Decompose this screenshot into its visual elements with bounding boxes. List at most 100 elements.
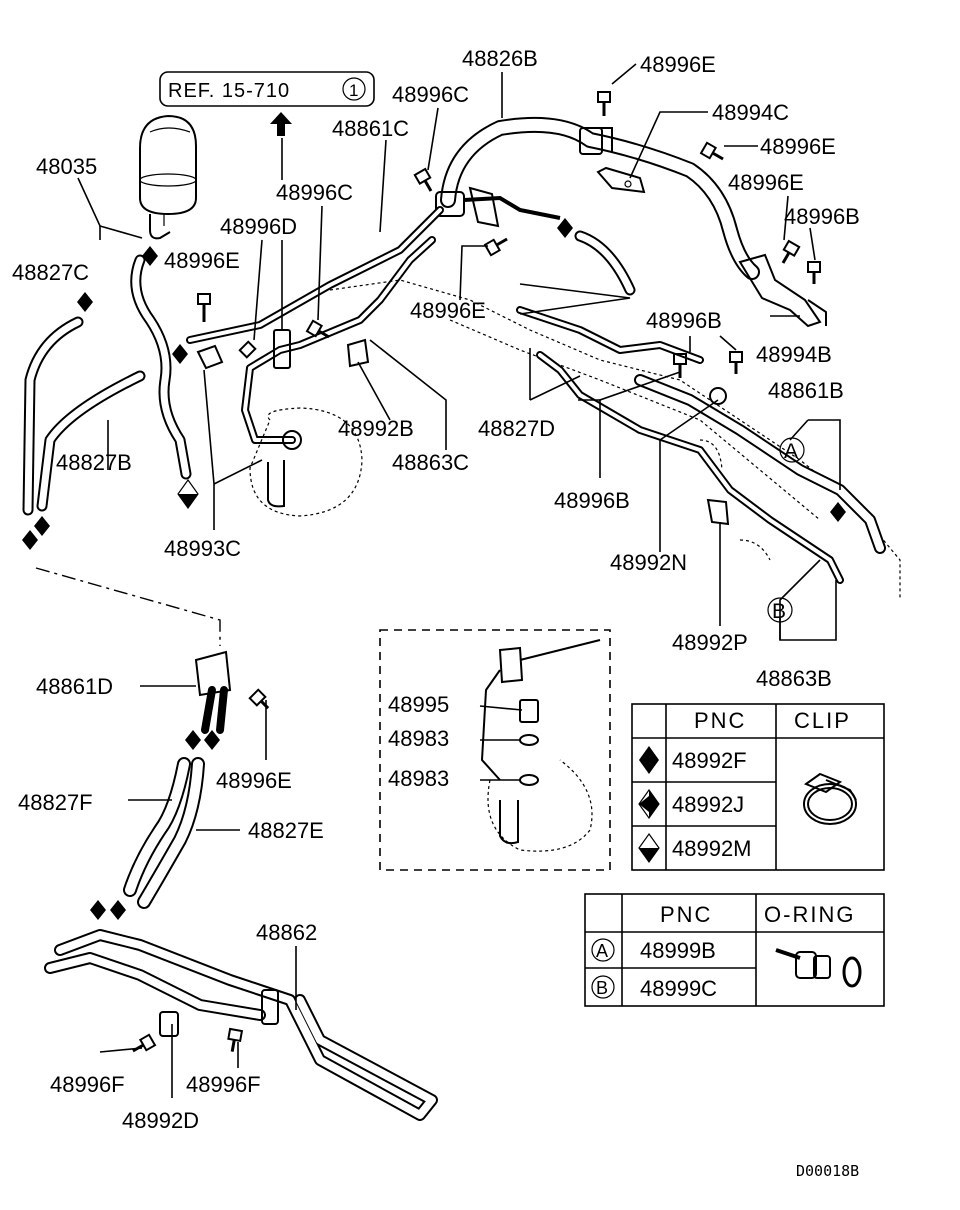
oring-table-header-pnc: PNC xyxy=(660,902,712,927)
solid-diamond-icon xyxy=(110,900,126,920)
solid-diamond-icon xyxy=(90,900,106,920)
oring-table-row-1-pnc: 48999B xyxy=(640,938,716,963)
label-48996B-b: 48996B xyxy=(646,308,722,333)
label-48996F-a: 48996F xyxy=(50,1072,125,1097)
reference-text: REF. 15-710 xyxy=(168,80,290,102)
label-48827F: 48827F xyxy=(18,790,93,815)
label-48861C: 48861C xyxy=(332,116,409,141)
detail-box xyxy=(379,629,611,871)
bolts xyxy=(132,91,821,1053)
label-48862: 48862 xyxy=(256,920,317,945)
label-48983-a: 48983 xyxy=(388,726,449,751)
label-48996E-d: 48996E xyxy=(164,248,240,273)
solid-diamond-icon xyxy=(34,516,50,536)
oring-table: PNC O-RING A 48999B B 48999C xyxy=(584,893,885,1007)
reference-circle-number: 1 xyxy=(349,81,358,100)
label-48861B: 48861B xyxy=(768,378,844,403)
label-48996E-b: 48996E xyxy=(760,134,836,159)
clip-table-row-3-pnc: 48992M xyxy=(672,836,752,861)
callout-a-text: A xyxy=(784,440,798,463)
label-48827B: 48827B xyxy=(56,450,132,475)
bracket-48992B xyxy=(346,338,370,368)
label-48827D: 48827D xyxy=(478,416,555,441)
pipe-48861C xyxy=(186,206,444,344)
label-48827C: 48827C xyxy=(12,260,89,285)
pressure-fitting xyxy=(435,186,561,228)
solid-diamond-icon xyxy=(22,530,38,550)
oring-table-row-2-pnc: 48999C xyxy=(640,976,717,1001)
hose-48827E xyxy=(137,757,205,909)
clip-table-header-clip: CLIP xyxy=(794,708,851,733)
clip-table: PNC CLIP 48992F 48992J 48992M xyxy=(631,703,885,871)
bracket-48994B xyxy=(738,253,827,328)
solid-diamond-icon xyxy=(185,730,201,750)
label-48994B: 48994B xyxy=(756,342,832,367)
callout-b-text: B xyxy=(772,600,786,623)
label-48863B: 48863B xyxy=(756,666,832,691)
solid-diamond-icon xyxy=(204,730,220,750)
label-48996E-c: 48996E xyxy=(728,170,804,195)
label-48863C: 48863C xyxy=(392,450,469,475)
label-48996F-b: 48996F xyxy=(186,1072,261,1097)
hose-reservoir-return xyxy=(130,254,192,480)
pump-outline xyxy=(249,407,363,517)
pipe-48827D xyxy=(516,306,704,364)
clip-table-row-1-pnc: 48992F xyxy=(672,748,747,773)
label-48983-b: 48983 xyxy=(388,766,449,791)
solid-diamond-icon xyxy=(557,218,573,238)
hose-48827F xyxy=(123,757,191,897)
drawing-code: D00018B xyxy=(796,1162,859,1180)
reservoir-tank xyxy=(139,114,197,240)
hose-48826B xyxy=(440,116,760,280)
solid-diamond-icon xyxy=(830,502,846,522)
solid-diamond-icon xyxy=(639,746,659,774)
oring-table-row-2-symbol: B xyxy=(596,978,608,998)
reference-box: REF. 15-710 1 xyxy=(159,71,375,136)
label-48992B: 48992B xyxy=(338,416,414,441)
oil-cooler-48862 xyxy=(44,929,438,1121)
bracket-48994C xyxy=(596,166,646,194)
label-48827E: 48827E xyxy=(248,818,324,843)
label-48992D: 48992D xyxy=(122,1108,199,1133)
clip-48992N xyxy=(709,387,727,405)
label-48996E-a: 48996E xyxy=(640,52,716,77)
oring-fitting-icon xyxy=(775,948,862,988)
label-48992N: 48992N xyxy=(610,550,687,575)
label-48993C: 48993C xyxy=(164,536,241,561)
clip-table-row-2-pnc: 48992J xyxy=(672,792,744,817)
label-48826B: 48826B xyxy=(462,46,538,71)
label-48035: 48035 xyxy=(36,154,97,179)
solid-diamond-icon xyxy=(77,292,93,312)
pipe-fitting-48993C xyxy=(196,344,224,370)
hose-clip-icon xyxy=(803,772,857,825)
oring-table-header-oring: O-RING xyxy=(764,902,855,927)
label-48996B-c: 48996B xyxy=(554,488,630,513)
fitting-48861D xyxy=(194,650,232,734)
clip-table-header-pnc: PNC xyxy=(694,708,746,733)
pipe-48861B xyxy=(634,374,886,554)
label-48996E-e: 48996E xyxy=(410,298,486,323)
pipe-48863B xyxy=(536,351,844,584)
hose-end-upper-right xyxy=(574,230,636,296)
leader-lines xyxy=(35,63,841,1098)
callout-b: B xyxy=(767,597,793,623)
clip-48992P xyxy=(706,498,730,526)
label-48992P: 48992P xyxy=(672,630,748,655)
hose-clamp xyxy=(579,127,613,155)
part-labels: 48826B 48996E 48996C 48994C 48861C 48996… xyxy=(12,46,860,1133)
label-48995: 48995 xyxy=(388,692,449,717)
label-48861D: 48861D xyxy=(36,674,113,699)
label-48996C-a: 48996C xyxy=(392,82,469,107)
label-48994C: 48994C xyxy=(712,100,789,125)
clip-symbols xyxy=(22,218,846,920)
label-48996C-b: 48996C xyxy=(276,180,353,205)
solid-diamond-icon xyxy=(142,246,158,266)
hose-48827C xyxy=(22,316,84,516)
label-48996E-f: 48996E xyxy=(216,768,292,793)
callout-a: A xyxy=(779,437,805,463)
steering-gear-outline xyxy=(329,279,901,600)
hose-48827B xyxy=(36,370,146,512)
oring-table-row-1-symbol: A xyxy=(596,941,608,961)
arrow-up-icon xyxy=(270,112,292,136)
